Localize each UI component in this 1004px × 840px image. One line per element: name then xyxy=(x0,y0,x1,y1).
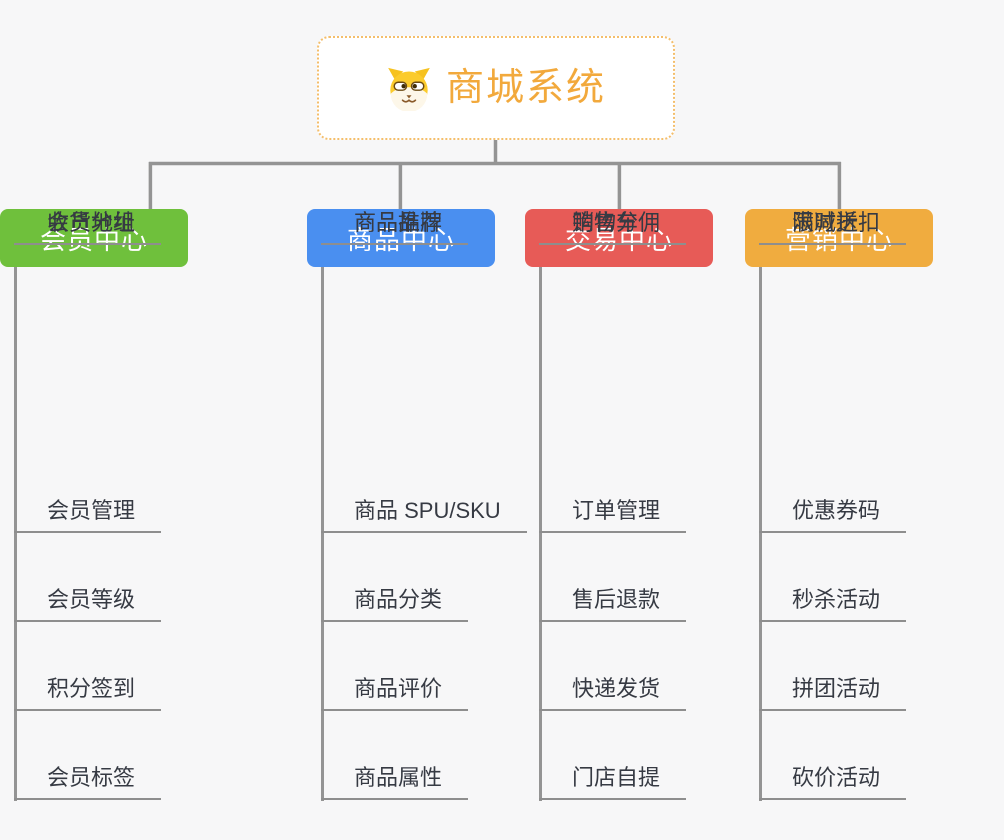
branch-column-product: 商品中心 商品 SPU/SKU 商品分类 商品评价 商品属性 商品推荐 商品品牌 xyxy=(307,209,527,840)
leaf-node[interactable]: 秒杀活动 xyxy=(759,586,907,622)
leaf-node[interactable]: 收货地址 xyxy=(14,209,162,245)
leaf-node[interactable]: 拼团活动 xyxy=(759,675,907,711)
leaf-node[interactable]: 会员管理 xyxy=(14,497,162,533)
root-node[interactable]: 商城系统 xyxy=(317,36,675,140)
leaf-node[interactable]: 快递发货 xyxy=(539,675,687,711)
root-node-title: 商城系统 xyxy=(445,67,606,109)
leaf-node[interactable]: 积分签到 xyxy=(14,675,162,711)
branch-vertical-line xyxy=(14,267,17,801)
branch-vertical-line xyxy=(539,267,542,801)
branch-node-member-center[interactable]: 会员中心 xyxy=(0,209,188,267)
leaf-node[interactable]: 会员等级 xyxy=(14,586,162,622)
leaf-node[interactable]: 门店自提 xyxy=(539,764,687,800)
branch-vertical-line xyxy=(759,267,762,801)
leaf-node[interactable]: 砍价活动 xyxy=(759,764,907,800)
leaf-node[interactable]: 销售分佣 xyxy=(539,209,687,245)
branch-column-trade: 交易中心 订单管理 售后退款 快递发货 门店自提 购物车 销售分佣 xyxy=(525,209,713,840)
leaf-node[interactable]: 商品品牌 xyxy=(321,209,469,245)
leaf-node[interactable]: 会员标签 xyxy=(14,764,162,800)
branch-node-product-center[interactable]: 商品中心 xyxy=(307,209,495,267)
leaf-node[interactable]: 商品评价 xyxy=(321,675,469,711)
leaf-node[interactable]: 优惠券码 xyxy=(759,497,907,533)
branch-node-trade-center[interactable]: 交易中心 xyxy=(525,209,713,267)
branch-node-marketing-center[interactable]: 营销中心 xyxy=(745,209,933,267)
branch-vertical-line xyxy=(321,267,324,801)
leaf-node[interactable]: 商品 SPU/SKU xyxy=(321,497,527,533)
leaf-node[interactable]: 售后退款 xyxy=(539,586,687,622)
branch-column-marketing: 营销中心 优惠券码 秒杀活动 拼团活动 砍价活动 限时折扣 满减送 xyxy=(745,209,933,840)
leaf-node[interactable]: 商品属性 xyxy=(321,764,469,800)
leaf-node[interactable]: 商品分类 xyxy=(321,586,469,622)
dog-face-icon xyxy=(388,67,430,111)
branch-column-member: 会员中心 会员管理 会员等级 积分签到 会员标签 会员分组 收货地址 xyxy=(0,209,188,840)
leaf-node[interactable]: 满减送 xyxy=(759,209,885,245)
leaf-node[interactable]: 订单管理 xyxy=(539,497,687,533)
